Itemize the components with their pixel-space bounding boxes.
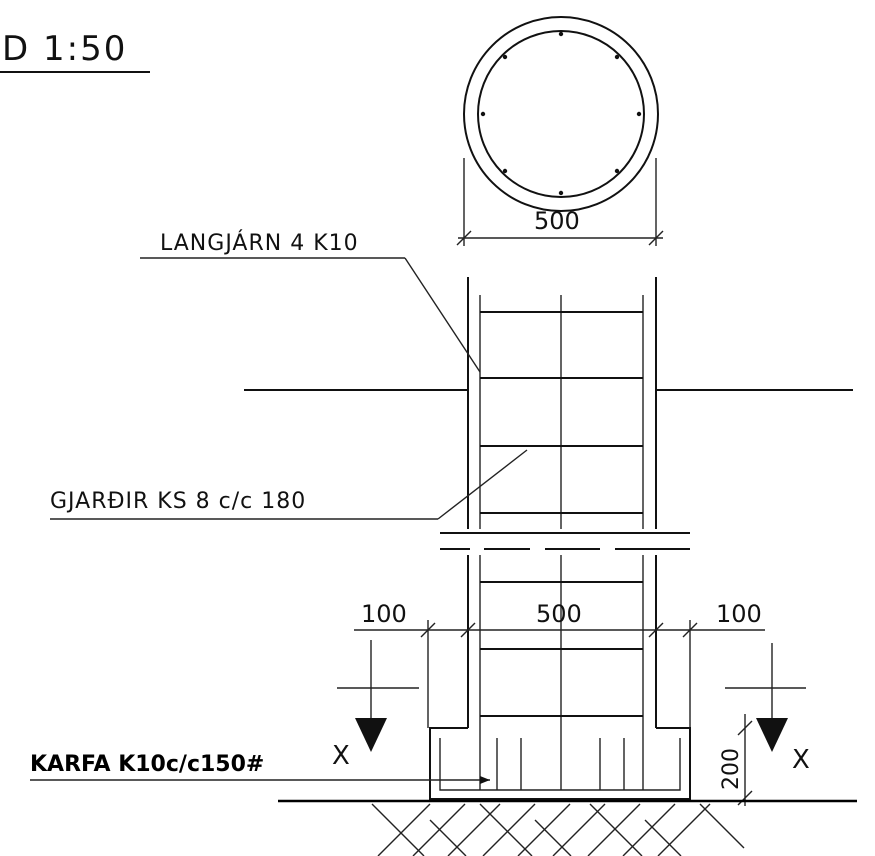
section-mark-left-label: X bbox=[332, 741, 350, 771]
basket-leader-arrow bbox=[480, 776, 490, 784]
footing bbox=[429, 727, 691, 800]
soil-hatch bbox=[371, 803, 745, 856]
footing-height-dimension bbox=[737, 714, 753, 806]
column-cross-section bbox=[463, 16, 659, 212]
section-marker-right bbox=[725, 643, 806, 752]
footing-width-dimension bbox=[354, 620, 765, 728]
section-marker-left bbox=[337, 640, 419, 752]
stirrups-label: GJARÐIR KS 8 c/c 180 bbox=[50, 489, 306, 514]
stirrups-leader bbox=[437, 449, 528, 520]
footing-height-label: 200 bbox=[719, 748, 744, 790]
dim-mid-label: 500 bbox=[536, 600, 582, 628]
longitudinal-bars-label: LANGJÁRN 4 K10 bbox=[160, 230, 359, 256]
scale-label: D 1:50 bbox=[2, 29, 127, 69]
column-elevation bbox=[440, 277, 690, 790]
section-dim-label: 500 bbox=[534, 207, 580, 235]
dim-left-label: 100 bbox=[361, 600, 407, 628]
longitudinal-leader bbox=[404, 257, 481, 373]
dim-right-label: 100 bbox=[716, 600, 762, 628]
section-dimension bbox=[456, 158, 664, 246]
basket-label: KARFA K10c/c150# bbox=[30, 752, 264, 777]
section-mark-right-label: X bbox=[792, 745, 810, 775]
